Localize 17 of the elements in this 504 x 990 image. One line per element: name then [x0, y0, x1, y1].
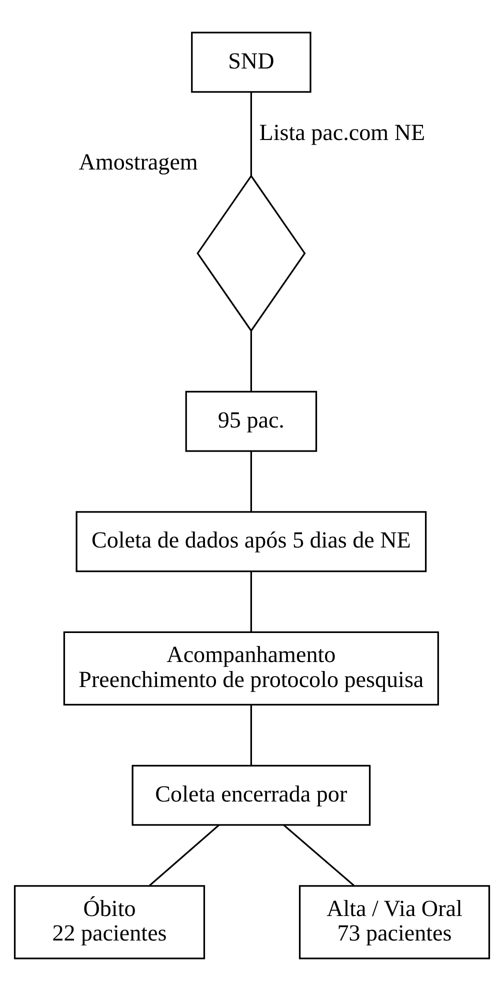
connector: [283, 824, 354, 886]
edge-label: Lista pac.com NE: [259, 118, 426, 144]
node-box: Óbito 22 pacientes: [14, 884, 206, 959]
connector: [250, 330, 252, 392]
node-box: SND: [191, 31, 312, 92]
connector: [149, 824, 220, 886]
node-box: Alta / Via Oral 73 pacientes: [298, 884, 490, 959]
node-label: Amostragem: [78, 148, 198, 174]
connector: [250, 450, 252, 512]
node-box: 95 pac.: [185, 390, 318, 452]
node-diamond: [196, 174, 306, 332]
node-box: Coleta encerrada por: [132, 764, 371, 826]
node-box: Coleta de dados após 5 dias de NE: [76, 510, 427, 572]
connector: [250, 704, 252, 766]
connector: [250, 570, 252, 632]
connector: [250, 92, 252, 176]
node-box: Acompanhamento Preenchimento de protocolo pesquisa: [63, 630, 439, 706]
